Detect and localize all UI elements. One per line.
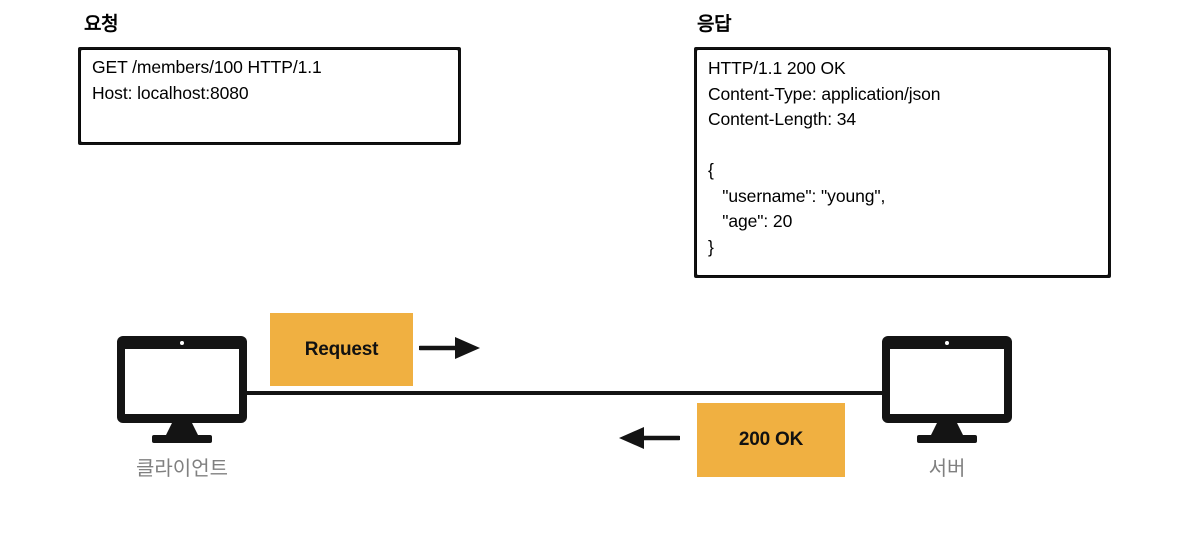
- server-monitor-icon: [882, 336, 1012, 443]
- monitor-stand-foot: [152, 435, 212, 443]
- response-tag-label: 200 OK: [738, 429, 804, 450]
- monitor-camera-dot: [180, 341, 184, 345]
- monitor-stand-neck: [930, 422, 964, 437]
- monitor-screen: [125, 349, 239, 414]
- monitor-bezel: [882, 336, 1012, 423]
- arrow-right-icon: [419, 337, 480, 359]
- response-tag: 200 OK: [697, 403, 845, 477]
- monitor-screen: [890, 349, 1004, 414]
- monitor-stand-foot: [917, 435, 977, 443]
- response-message-text: HTTP/1.1 200 OK Content-Type: applicatio…: [708, 58, 941, 257]
- monitor-bezel: [117, 336, 247, 423]
- request-message-box: GET /members/100 HTTP/1.1 Host: localhos…: [78, 47, 461, 145]
- request-tag: Request: [270, 313, 413, 386]
- client-server-connection-line: [246, 391, 885, 395]
- client-monitor-icon: [117, 336, 247, 443]
- arrow-left-icon: [619, 427, 680, 449]
- request-message-text: GET /members/100 HTTP/1.1 Host: localhos…: [92, 57, 322, 103]
- monitor-stand-neck: [165, 422, 199, 437]
- request-section-heading: 요청: [84, 14, 119, 35]
- response-section-heading: 응답: [697, 14, 732, 35]
- server-label: 서버: [928, 458, 966, 480]
- client-label: 클라이언트: [136, 458, 228, 480]
- request-tag-label: Request: [304, 338, 379, 360]
- response-message-box: HTTP/1.1 200 OK Content-Type: applicatio…: [694, 47, 1111, 278]
- monitor-camera-dot: [945, 341, 949, 345]
